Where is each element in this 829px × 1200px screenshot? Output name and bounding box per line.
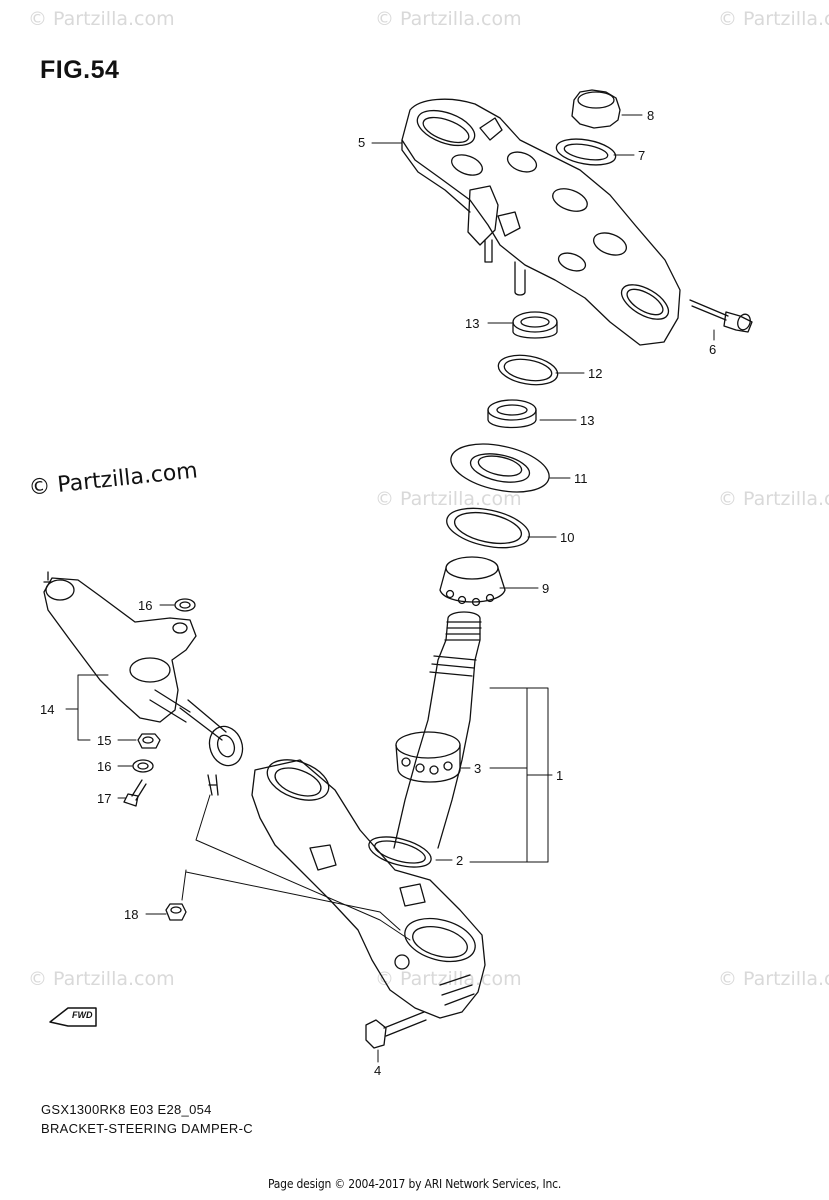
footer-copyright: Page design © 2004-2017 by ARI Network S… <box>268 1177 562 1191</box>
lock-nut-lower[interactable] <box>487 399 537 429</box>
bolt-17[interactable] <box>123 779 147 807</box>
callout-12: 12 <box>588 366 603 381</box>
watermark: © Partzilla.com <box>28 968 175 990</box>
seal-10[interactable] <box>443 502 533 555</box>
callout-3: 3 <box>474 761 482 776</box>
nut-top[interactable] <box>571 89 621 129</box>
washer-12[interactable] <box>496 351 560 389</box>
nut-15[interactable] <box>137 733 161 749</box>
callout-6: 6 <box>709 342 717 357</box>
washer-16-lower[interactable] <box>132 759 154 773</box>
watermark: © Partzilla.com <box>718 968 829 990</box>
watermark: © Partzilla.com <box>718 488 829 510</box>
callout-14: 14 <box>40 702 55 717</box>
fwd-arrow-icon <box>49 1007 97 1027</box>
callout-17: 17 <box>97 791 112 806</box>
watermark: © Partzilla.com <box>28 8 175 30</box>
callout-16-lower: 16 <box>97 759 112 774</box>
bearing-upper[interactable] <box>439 556 506 607</box>
callout-16-upper: 16 <box>138 598 153 613</box>
dust-seal-11[interactable] <box>447 436 554 500</box>
callout-8: 8 <box>647 108 655 123</box>
nut-18[interactable] <box>165 903 187 921</box>
upper-bracket[interactable] <box>401 98 681 346</box>
lock-nut-upper[interactable] <box>512 311 558 339</box>
figure-caption: BRACKET-STEERING DAMPER-C <box>41 1121 253 1136</box>
callout-15: 15 <box>97 733 112 748</box>
lower-bracket[interactable] <box>251 752 486 1019</box>
steering-damper[interactable] <box>43 571 197 723</box>
bolt-4[interactable] <box>365 1011 427 1049</box>
washer-16-upper[interactable] <box>174 598 196 612</box>
rod-end[interactable] <box>179 699 248 796</box>
callout-2: 2 <box>456 853 464 868</box>
fwd-label: FWD <box>72 1010 93 1020</box>
seal-lower[interactable] <box>366 831 435 873</box>
watermark: © Partzilla.com <box>375 8 522 30</box>
bearing-lower[interactable] <box>395 731 461 783</box>
watermark: © Partzilla.com <box>375 968 522 990</box>
callout-18: 18 <box>124 907 139 922</box>
watermark: © Partzilla.com <box>718 8 829 30</box>
figure-code: GSX1300RK8 E03 E28_054 <box>41 1102 212 1117</box>
callout-7: 7 <box>638 148 646 163</box>
steering-stem[interactable] <box>393 611 482 849</box>
callout-4: 4 <box>374 1063 382 1078</box>
callout-1: 1 <box>556 768 564 783</box>
figure-title: FIG.54 <box>40 56 120 84</box>
callout-5: 5 <box>358 135 366 150</box>
callout-9: 9 <box>542 581 550 596</box>
callout-13-upper: 13 <box>465 316 480 331</box>
bolt-right[interactable] <box>689 299 753 333</box>
washer-top[interactable] <box>554 135 617 169</box>
callout-13-lower: 13 <box>580 413 595 428</box>
callout-10: 10 <box>560 530 575 545</box>
callout-11: 11 <box>574 471 588 486</box>
watermark: © Partzilla.com <box>375 488 522 510</box>
